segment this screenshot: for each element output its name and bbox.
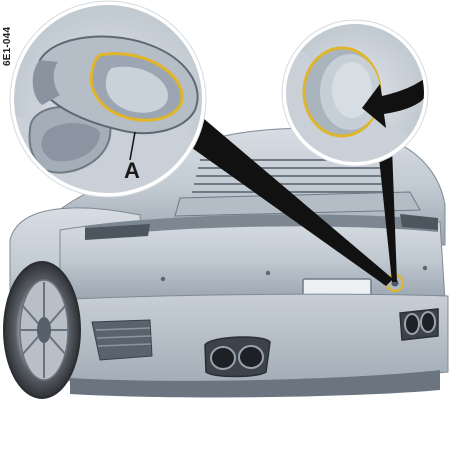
figure-id: 6E1-044 <box>2 66 16 80</box>
left-rear-wheel <box>4 262 80 398</box>
left-bumper-vent <box>92 320 152 360</box>
callout-label-a: A <box>121 159 143 183</box>
figure-id-text: 6E1-044 <box>2 27 13 66</box>
